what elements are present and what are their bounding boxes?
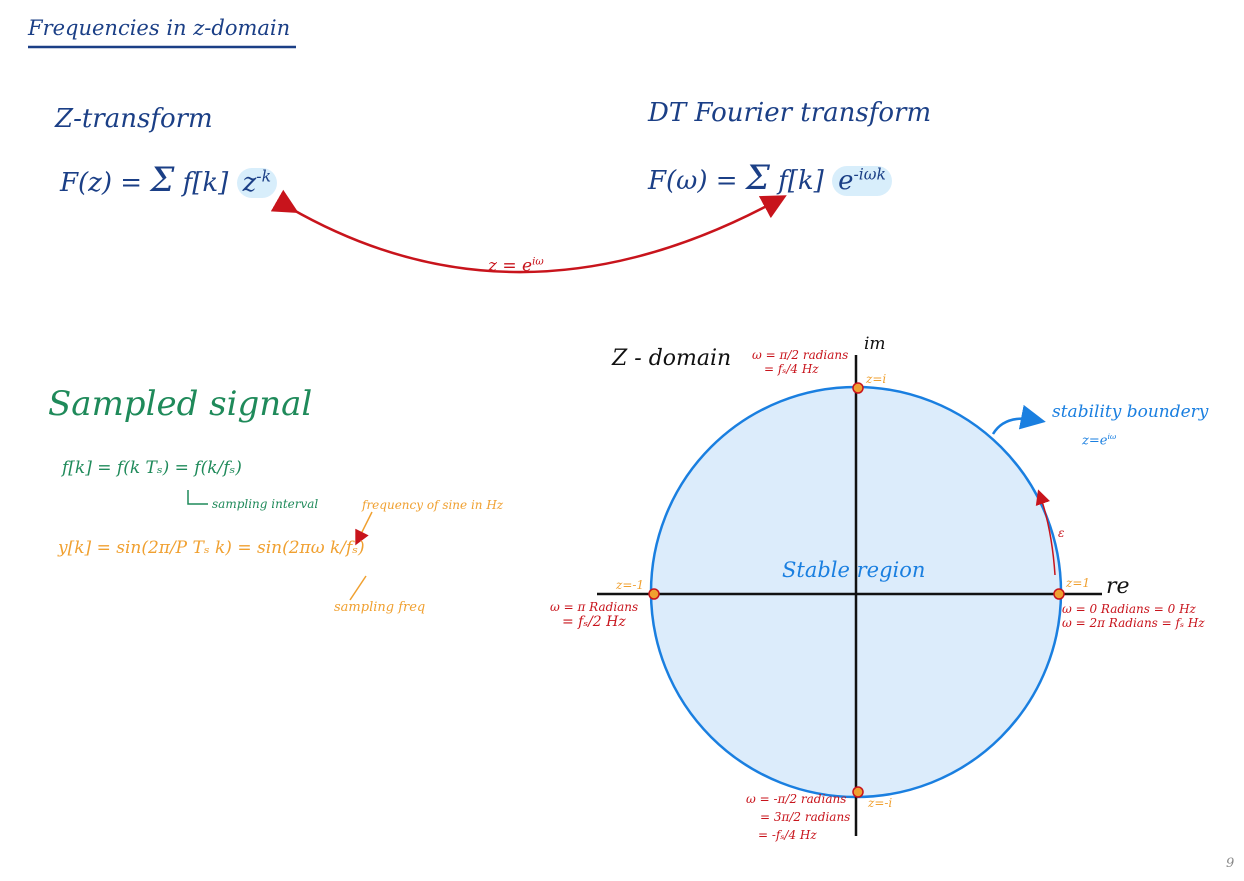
page-number: 9 (1226, 856, 1235, 871)
page-title: Frequencies in z-domain (28, 16, 291, 40)
point-right-w2: ω = 2π Radians = fₛ Hz (1062, 616, 1205, 630)
point-left-z: z=-1 (616, 578, 645, 592)
mapping-exp: iω (532, 256, 544, 268)
stability-arrow (991, 404, 1046, 435)
freq-pointer (355, 511, 373, 546)
point-bottom-w2: = 3π/2 radians (760, 810, 851, 824)
point-left (648, 588, 660, 600)
dtft-formula: F(ω) = Σ f[k] e-iωk (648, 158, 892, 198)
point-bottom-z: z=-i (868, 796, 893, 810)
epsilon-label: ε (1058, 526, 1065, 540)
point-bottom-omega: ω = -π/2 radians = 3π/2 radians = -fₛ/4 … (746, 792, 850, 842)
point-top-w1: ω = π/2 radians (752, 348, 849, 362)
interval-pointer (187, 490, 208, 505)
dtft-heading: DT Fourier transform (648, 98, 932, 128)
ztransform-exp: -k (256, 167, 272, 186)
point-top-w2: = fₛ/4 Hz (764, 362, 819, 376)
sampled-note-sampfreq: sampling freq (334, 600, 426, 615)
sampled-eq1: f[k] = f(k Tₛ) = f(k/fₛ) (62, 458, 242, 478)
mapping-arrow (270, 189, 787, 274)
epsilon-arc (1035, 489, 1056, 576)
axis-im-label: im (864, 334, 886, 354)
axis-re-label: re (1106, 574, 1130, 599)
stability-label: stability boundery (1052, 402, 1209, 422)
point-top-z: z=i (866, 372, 887, 386)
ztransform-heading: Z-transform (55, 104, 213, 134)
point-bottom-w3: = -fₛ/4 Hz (758, 828, 817, 842)
ztransform-formula: F(z) = Σ f[k] z-k (60, 160, 278, 200)
sampled-note-interval: sampling interval (212, 497, 319, 511)
zdomain-heading: Z - domain (612, 346, 732, 371)
dtft-body: f[k] (778, 166, 833, 196)
point-bottom-w1: ω = -π/2 radians (746, 792, 847, 806)
dtft-power: e (838, 166, 854, 196)
point-top-omega: ω = π/2 radians = fₛ/4 Hz (752, 348, 848, 376)
ztransform-sum: Σ (150, 160, 175, 200)
ztransform-lhs: F(z) = (60, 168, 151, 198)
sampled-note-freq: frequency of sine in Hz (362, 498, 504, 512)
mapping-label: z = eiω (488, 256, 544, 276)
dtft-power-highlight: e-iωk (832, 165, 892, 196)
sampled-heading: Sampled signal (48, 384, 313, 424)
ztransform-body: f[k] (182, 168, 237, 198)
dtft-lhs: F(ω) = (648, 166, 746, 196)
point-right-w1: ω = 0 Radians = 0 Hz (1062, 602, 1196, 616)
point-right-z: z=1 (1066, 576, 1091, 590)
sampled-eq2: y[k] = sin(2π/P Tₛ k) = sin(2πω k/fₛ) (58, 538, 365, 558)
stability-base: z=e (1082, 433, 1108, 449)
mapping-base: z = e (488, 256, 533, 276)
point-bottom (852, 786, 864, 798)
stable-region-label: Stable region (782, 558, 926, 582)
point-top (852, 382, 864, 394)
stability-formula: z=eiω (1082, 432, 1116, 448)
sampfreq-pointer (349, 575, 367, 601)
ztransform-power-highlight: z-k (236, 167, 278, 198)
point-right (1053, 588, 1065, 600)
point-left-omega: ω = π Radians = fₛ/2 Hz (550, 600, 638, 630)
stability-exp: iω (1107, 432, 1117, 441)
point-right-omega: ω = 0 Radians = 0 Hz ω = 2π Radians = fₛ… (1062, 602, 1205, 630)
ztransform-power: z (242, 168, 257, 198)
point-left-w2: = fₛ/2 Hz (562, 614, 626, 630)
point-left-w1: ω = π Radians (550, 600, 639, 614)
dtft-sum: Σ (745, 158, 770, 198)
dtft-exp: -iωk (853, 165, 886, 184)
